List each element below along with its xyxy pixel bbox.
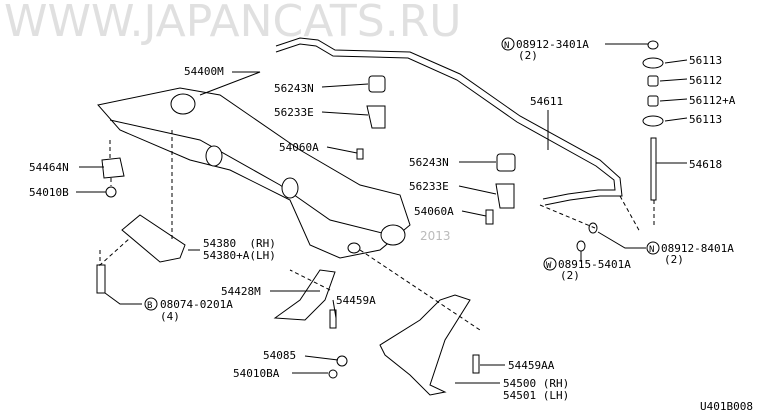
stopper [101, 157, 125, 179]
bolt-bracket [96, 264, 106, 294]
bushing-a [647, 75, 659, 87]
label-nut-left: 54010B [29, 186, 69, 199]
label-clamp-lower: 56233E [409, 180, 449, 193]
nut-symbol-icon [646, 241, 660, 255]
label-stabilizer: 54611 [530, 95, 563, 108]
label-bracket-rh: 54380 (RH) [203, 237, 276, 250]
stabilizer-bar [275, 37, 623, 206]
label-washer-arm: 54085 [263, 349, 296, 362]
watermark: WWW.JAPANCATS.RU [4, 0, 461, 47]
washer-top [642, 57, 664, 69]
symbol-letter: W [546, 261, 552, 271]
label-rear-member: 54428M [221, 285, 261, 298]
label-bolt-member: 54459A [336, 294, 376, 307]
label-bolt-bracket: 08074-0201A [160, 298, 233, 311]
label-nut-top-qty: (2) [518, 49, 538, 62]
label-bolt-lower: 54060A [414, 205, 454, 218]
label-arm-lh: 54501 (LH) [503, 389, 569, 402]
label-nut-arm: 54010BA [233, 367, 280, 380]
clamp-lower [495, 183, 515, 209]
label-washer-bottom: 56113 [689, 113, 722, 126]
lower-arm [379, 294, 471, 396]
label-54400M: 54400M [184, 65, 224, 78]
crossmember [97, 87, 411, 259]
washer-link [576, 240, 586, 252]
bushing-upper [368, 75, 386, 93]
symbol-letter: N [649, 245, 654, 255]
label-bushing-lower: 56243N [409, 156, 449, 169]
label-link-rod: 54618 [689, 158, 722, 171]
label-clamp-upper: 56233E [274, 106, 314, 119]
bolt-member [329, 309, 337, 329]
label-bracket-lh: 54380+A(LH) [203, 249, 276, 262]
label-washer-top: 56113 [689, 54, 722, 67]
label-nut-link: 08912-8401A [661, 242, 734, 255]
clamp-upper [366, 105, 386, 129]
diagram-id: U401B008 [700, 400, 753, 411]
bracket [121, 214, 186, 263]
label-nut-top: 08912-3401A [516, 38, 589, 51]
nut-left [105, 186, 117, 198]
watermark-year: 2013 [420, 229, 451, 243]
washer-symbol-icon [543, 257, 557, 271]
nut-arm [328, 369, 338, 379]
symbol-letter: B [147, 301, 152, 311]
bolt-lower [485, 209, 494, 225]
label-washer-link-qty: (2) [560, 269, 580, 282]
label-stopper: 54464N [29, 161, 69, 174]
label-bolt-arm: 54459AA [508, 359, 555, 372]
bushing-b [647, 95, 659, 107]
link-rod [650, 137, 657, 201]
label-bushing-upper: 56243N [274, 82, 314, 95]
bolt-upper [356, 148, 364, 160]
washer-bottom [642, 115, 664, 127]
label-arm-rh: 54500 (RH) [503, 377, 569, 390]
rear-member [273, 269, 336, 321]
label-nut-link-qty: (2) [664, 253, 684, 266]
bushing-lower [496, 153, 516, 172]
bolt-arm [472, 354, 480, 374]
nut-symbol-icon [501, 37, 515, 51]
label-bolt-bracket-qty: (4) [160, 310, 180, 323]
washer-arm [336, 355, 348, 367]
label-bushing-b: 56112+A [689, 94, 736, 107]
symbol-letter: N [504, 41, 509, 51]
label-bushing-a: 56112 [689, 74, 722, 87]
nut-link [588, 222, 598, 234]
nut-top [647, 40, 659, 50]
label-bolt-upper: 54060A [279, 141, 319, 154]
label-washer-link: 08915-5401A [558, 258, 631, 271]
bolt-symbol-icon [144, 297, 158, 311]
